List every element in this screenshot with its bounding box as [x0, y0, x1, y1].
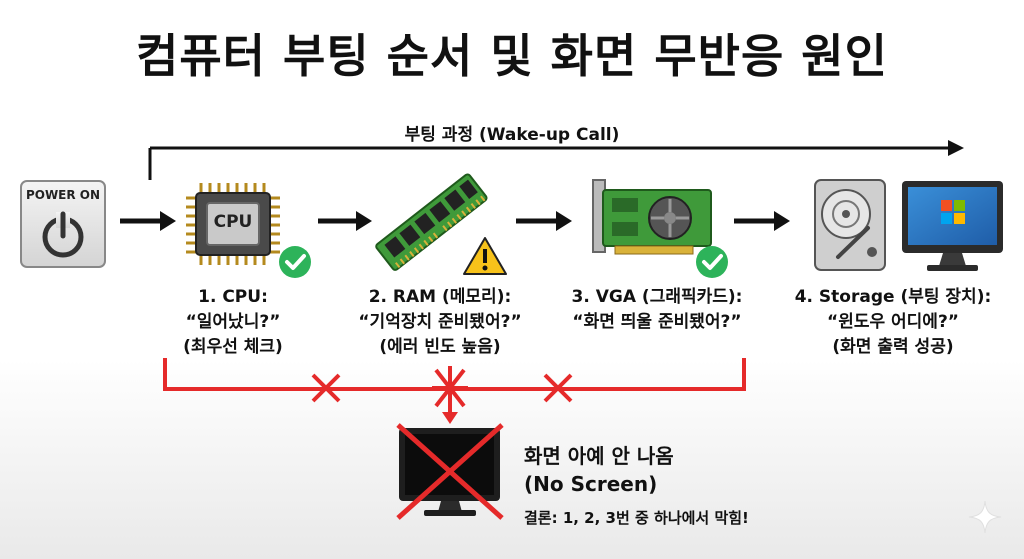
arrow-power-to-cpu-head	[160, 211, 176, 231]
boot-process-label: 부팅 과정 (Wake-up Call)	[404, 125, 620, 145]
fail-x-icon-2	[543, 373, 573, 403]
result-line2: (No Screen)	[524, 472, 658, 496]
cpu-chip-text: CPU	[213, 212, 253, 232]
stage-cpu-heading: 1. CPU:	[198, 287, 268, 307]
cpu-check-icon	[279, 246, 311, 278]
stage-cpu-quote: “일어났니?”	[185, 312, 281, 332]
fail-burst-icon	[432, 366, 468, 408]
cpu-chip-icon	[186, 183, 280, 265]
fail-x-icon-1	[311, 373, 341, 403]
power-on-label: POWER ON	[25, 188, 101, 202]
warning-icon	[463, 237, 507, 275]
background-fade	[0, 360, 1024, 559]
stage-vga-heading: 3. VGA (그래픽카드):	[571, 287, 743, 307]
vga-check-icon	[696, 246, 728, 278]
sparkle-icon	[968, 500, 1002, 534]
stage-vga-quote: “화면 띄울 준비됐어?”	[572, 312, 742, 332]
fail-down-arrow	[442, 400, 458, 424]
stage-ram-label: 2. RAM (메모리): “기억장치 준비됐어?” (에러 빈도 높음)	[340, 285, 540, 360]
result-block: 화면 아예 안 나옴 (No Screen) 결론: 1, 2, 3번 중 하나…	[524, 442, 749, 530]
arrow-cpu-to-ram-head	[356, 211, 372, 231]
no-screen-monitor-icon	[396, 423, 504, 520]
arrow-ram-to-vga-head	[556, 211, 572, 231]
stage-vga-label: 3. VGA (그래픽카드): “화면 띄울 준비됐어?”	[552, 285, 762, 335]
result-line1: 화면 아예 안 나옴	[524, 444, 674, 468]
flow-arrows	[120, 211, 790, 231]
power-on-button-icon	[20, 180, 106, 268]
stage-ram-quote: “기억장치 준비됐어?”	[358, 312, 522, 332]
stage-cpu-note: (최우선 체크)	[183, 337, 283, 357]
monitor-windows-icon	[902, 181, 1003, 271]
ram-module-icon	[375, 173, 488, 271]
hard-drive-icon	[814, 179, 886, 271]
boot-process-arrow	[148, 140, 964, 180]
stage-cpu-label: 1. CPU: “일어났니?” (최우선 체크)	[143, 285, 323, 360]
graphics-card-icon	[592, 179, 712, 255]
stage-storage-heading: 4. Storage (부팅 장치):	[794, 287, 992, 307]
page-title: 컴퓨터 부팅 순서 및 화면 무반응 원인	[136, 29, 888, 83]
stage-storage-note: (화면 출력 성공)	[832, 337, 954, 357]
arrow-vga-to-storage-head	[774, 211, 790, 231]
stage-storage-label: 4. Storage (부팅 장치): “윈도우 어디에?” (화면 출력 성공…	[778, 285, 1008, 360]
stage-ram-heading: 2. RAM (메모리):	[368, 287, 512, 307]
result-conclusion: 결론: 1, 2, 3번 중 하나에서 막힘!	[524, 509, 749, 527]
stage-storage-quote: “윈도우 어디에?”	[827, 312, 959, 332]
stage-ram-note: (에러 빈도 높음)	[379, 337, 501, 357]
